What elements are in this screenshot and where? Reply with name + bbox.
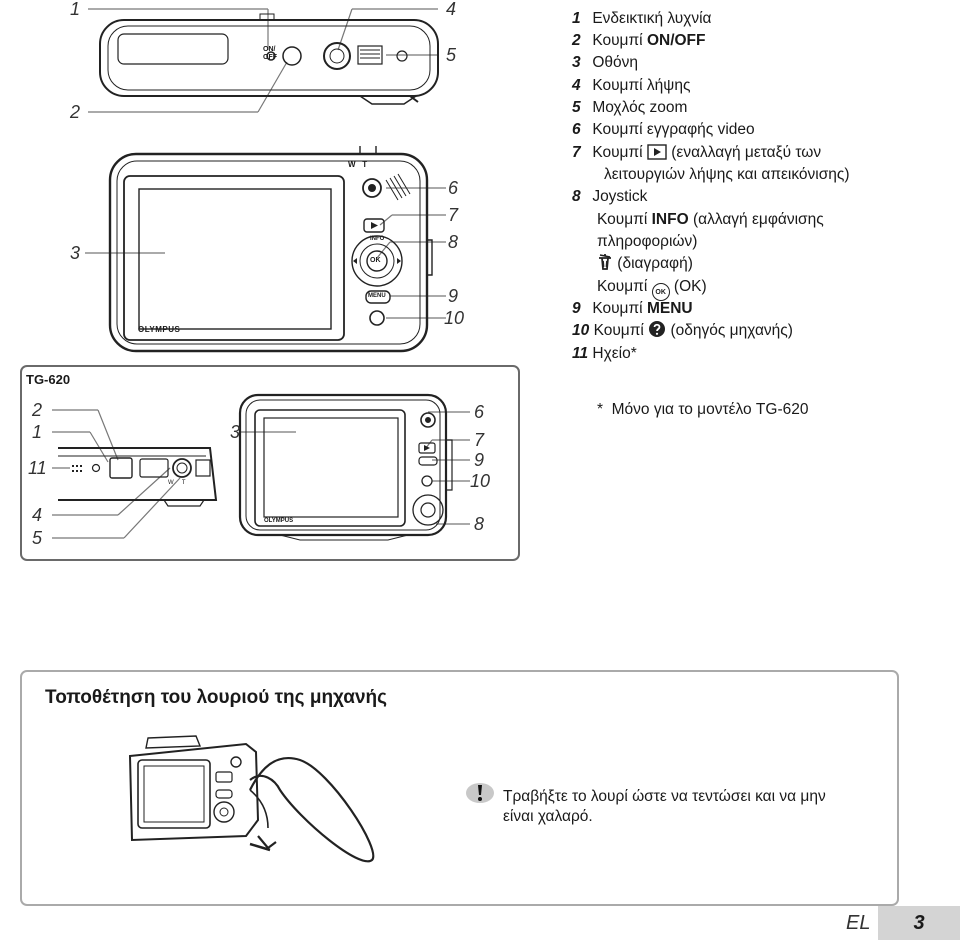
tg-callout-9: 9 <box>474 450 485 470</box>
tg-callout-2: 2 <box>32 400 43 420</box>
callout-2: 2 <box>70 102 81 122</box>
part-6: 6 Κουμπί εγγραφής video <box>572 121 755 138</box>
ok-mark: OK <box>370 257 381 264</box>
callout-7: 7 <box>448 205 459 225</box>
part-7: 7 Κουμπί (εναλλαγή μεταξύ των <box>572 144 822 161</box>
tg-callout-8: 8 <box>474 514 485 534</box>
part-8-trash: (διαγραφή) <box>597 253 693 275</box>
menu-mark: MENU <box>368 293 386 299</box>
tg-callout-10: 10 <box>470 471 491 491</box>
footnote: * Μόνο για το μοντέλο TG-620 <box>597 401 809 418</box>
callout-6: 6 <box>448 178 459 198</box>
tg620-panel <box>20 365 520 561</box>
part-8-info: Κουμπί INFO (αλλαγή εμφάνισης <box>597 211 824 228</box>
footer-language: EL <box>846 912 871 934</box>
tg-callout-11: 11 <box>28 458 47 478</box>
tg-brand-logo: OLYMPUS <box>264 518 294 524</box>
caution-icon <box>466 783 494 803</box>
strap-title: Τοποθέτηση του λουριού της μηχανής <box>45 687 388 708</box>
callout-5: 5 <box>446 45 457 65</box>
tg-callout-5: 5 <box>32 528 43 548</box>
tg-callout-7: 7 <box>474 430 485 450</box>
help-icon <box>649 321 666 337</box>
strap-panel <box>20 670 899 906</box>
tg-callout-6: 6 <box>474 402 485 422</box>
part-4: 4 Κουμπί λήψης <box>572 77 691 94</box>
part-2: 2 Κουμπί ON/OFF <box>572 32 706 49</box>
tg620-label: TG-620 <box>26 372 71 387</box>
part-5: 5 Μοχλός zoom <box>572 99 688 116</box>
callout-10: 10 <box>444 308 465 328</box>
callout-9: 9 <box>448 286 459 306</box>
strap-camera-illustration <box>128 735 375 863</box>
tg-callout-1: 1 <box>32 422 43 442</box>
tg620-top-view <box>58 447 218 507</box>
zoom-mark: W T <box>348 160 368 169</box>
callout-1: 1 <box>70 0 81 19</box>
part-1: 1 Ενδεικτική λυχνία <box>572 10 712 27</box>
callout-4: 4 <box>446 0 457 19</box>
tg-callout-4: 4 <box>32 505 43 525</box>
part-3: 3 Οθόνη <box>572 54 638 71</box>
tg620-back-view <box>238 393 453 541</box>
camera-back-view <box>108 146 433 353</box>
trash-icon <box>599 254 611 270</box>
strap-caution-text: Τραβήξτε το λουρί ώστε να τεντώσει και ν… <box>503 788 826 825</box>
info-mark: INFO <box>370 236 385 242</box>
page-number: 3 <box>878 906 960 940</box>
camera-top-view <box>99 13 439 105</box>
part-8: 8 Joystick <box>572 188 648 205</box>
part-8-ok: Κουμπί OK (OK) <box>597 276 707 301</box>
part-11: 11 Ηχείο* <box>572 345 637 362</box>
tg-callout-3: 3 <box>230 422 241 442</box>
tg-zoom-mark: W T <box>168 480 186 486</box>
brand-logo: OLYMPUS <box>138 325 181 334</box>
part-10: 10 Κουμπί (οδηγός μηχανής) <box>572 321 793 339</box>
ok-icon: OK <box>651 283 670 301</box>
play-icon <box>647 144 667 160</box>
part-9: 9 Κουμπί MENU <box>572 300 693 317</box>
part-7-cont: λειτουργιών λήψης και απεικόνισης) <box>604 166 850 183</box>
callout-8: 8 <box>448 232 459 252</box>
part-8-info-cont: πληροφοριών) <box>597 233 698 250</box>
on-off-mark: ON/OFF <box>263 46 277 61</box>
callout-3: 3 <box>70 243 81 263</box>
